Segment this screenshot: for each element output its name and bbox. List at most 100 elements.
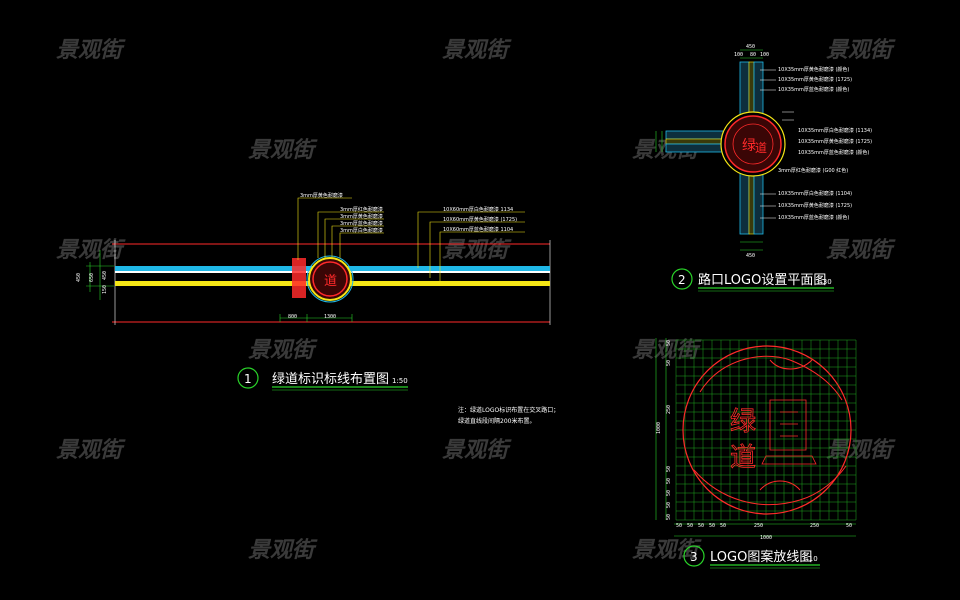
- watermark: 景观街: [56, 38, 126, 63]
- dim-label: 50: [720, 523, 726, 529]
- callout-text: 10X35mm厚黄色耐磨漆 (1725): [778, 202, 852, 209]
- leader-line: [417, 211, 525, 268]
- figure-scale: 1:10: [802, 555, 818, 563]
- figure-scale: 1:50: [392, 377, 408, 385]
- dim-label: 50: [709, 523, 715, 529]
- dim-label: 100: [734, 52, 743, 58]
- dim-label: 800: [288, 314, 297, 320]
- dim-label: 50: [676, 523, 682, 529]
- dim-label: 50: [666, 514, 672, 520]
- logo-swirl: [693, 465, 847, 506]
- watermark: 景观街: [442, 38, 512, 63]
- watermark: 景观街: [632, 538, 702, 563]
- logo-circle: [308, 257, 352, 301]
- dim-label: 50: [666, 360, 672, 366]
- watermark: 景观街: [56, 238, 126, 263]
- leader-line: [324, 218, 384, 258]
- dim-label: 250: [666, 405, 672, 414]
- dim-label: 50: [846, 523, 852, 529]
- watermark: 景观街: [248, 338, 318, 363]
- leader-line: [331, 225, 384, 258]
- note-block: 注：绿道LOGO标识布置在交叉路口； 绿道直线段间隔200米布置。: [458, 406, 559, 425]
- figure-number-circle: [683, 545, 705, 567]
- dim-label: 150: [102, 285, 108, 294]
- dim-label: 50: [687, 523, 693, 529]
- watermark: 景观街: [826, 38, 896, 63]
- figure-number-circle: [237, 367, 259, 389]
- figure-title: 绿道标识标线布置图: [272, 372, 389, 387]
- dim-label: 250: [754, 523, 763, 529]
- callout-text: 3mm厚黄色耐磨漆: [300, 192, 343, 199]
- dim-label: 450: [746, 44, 755, 50]
- watermark: 景观街: [442, 438, 512, 463]
- callout-text: 10X60mm厚黄色耐磨漆 (1725): [443, 216, 517, 223]
- figure-scale: 1:30: [816, 278, 832, 286]
- dim-label: 250: [810, 523, 819, 529]
- logo-swirl: [769, 359, 813, 370]
- figure-3-logo-setout: 绿 道 50 50 250 1000 50 50 50 50 50 50 50 …: [655, 338, 857, 569]
- figure-number: 3: [690, 550, 698, 564]
- logo-figure-base: [761, 455, 817, 465]
- callout-text: 10X35mm厚蓝色耐磨漆 (颜色): [778, 214, 849, 221]
- note-line-1: 注：绿道LOGO标识布置在交叉路口；: [458, 406, 559, 414]
- figure-1-lane-layout: 450 650 450 150 道 800 1300 3mm厚黄色耐磨漆 3mm…: [76, 192, 551, 391]
- callout-text: 10X60mm厚白色耐磨漆 1134: [443, 206, 513, 213]
- dim-label: 50: [666, 490, 672, 496]
- callout-text: 3mm厚蓝色耐磨漆: [340, 220, 383, 227]
- red-text-mark: [292, 258, 306, 298]
- logo-swirl: [759, 480, 801, 491]
- callout-text: 10X35mm厚蓝色耐磨漆 (颜色): [798, 149, 869, 156]
- logo-char-dao: 道: [730, 443, 756, 473]
- logo-inner-ring: [312, 261, 348, 297]
- leader-line: [297, 197, 352, 260]
- leader-line: [317, 211, 384, 258]
- logo-swirl: [699, 355, 843, 401]
- logo-glyph: 绿: [742, 138, 756, 154]
- watermark: 景观街: [248, 138, 318, 163]
- logo-char-lu: 绿: [730, 407, 756, 437]
- dim-label: 50: [666, 478, 672, 484]
- dim-label: 450: [76, 273, 82, 282]
- callout-text: 3mm厚红色耐磨漆: [340, 206, 383, 213]
- dim-label: 50: [666, 502, 672, 508]
- intersection-logo-inner: [732, 123, 774, 165]
- watermark: 景观街: [826, 438, 896, 463]
- figure-title: 路口LOGO设置平面图: [698, 272, 826, 288]
- callout-text: 10X35mm厚白色耐磨漆 (1134): [798, 127, 872, 134]
- dim-label: 50: [666, 466, 672, 472]
- figure-number: 1: [244, 372, 252, 386]
- callout-text: 3mm厚红色耐磨漆 (G00 红色): [778, 167, 848, 174]
- logo-outline-circle: [682, 345, 852, 515]
- figure-2-intersection-plan: 绿 道 450 100 80 100 450 10X35mm厚黄色耐磨漆 (颜色…: [655, 44, 872, 292]
- callout-text: 10X35mm厚黄色耐磨漆 (1725): [778, 76, 852, 83]
- watermark: 景观街: [56, 438, 126, 463]
- callout-text: 10X35mm厚黄色耐磨漆 (1725): [798, 138, 872, 145]
- logo-outer-ring: [306, 255, 354, 303]
- dim-label: 50: [698, 523, 704, 529]
- figure-number: 2: [678, 273, 686, 287]
- dim-label: 1300: [324, 314, 336, 320]
- leader-line: [429, 221, 525, 278]
- watermark: 景观街: [826, 238, 896, 263]
- callout-text: 10X35mm厚黄色耐磨漆 (颜色): [778, 66, 849, 73]
- watermark: 景观街: [248, 538, 318, 563]
- setout-grid: [675, 339, 857, 521]
- figure-title: LOGO图案放线图: [710, 550, 812, 565]
- callout-text: 10X35mm厚蓝色耐磨漆 (颜色): [778, 86, 849, 93]
- dim-label: 80: [750, 52, 756, 58]
- dim-label: 450: [746, 253, 755, 259]
- dim-label: 1000: [656, 422, 662, 434]
- watermark: 景观街: [632, 338, 702, 363]
- logo-glyph: 道: [755, 141, 767, 155]
- dim-label: 50: [666, 340, 672, 346]
- leader-line: [439, 231, 525, 284]
- figure-number-circle: [671, 268, 693, 290]
- dim-label: 1000: [760, 535, 772, 541]
- watermark: 景观街: [442, 238, 512, 263]
- callout-text: 3mm厚黄色耐磨漆: [340, 213, 383, 220]
- callout-text: 10X35mm厚白色耐磨漆 (1104): [778, 190, 852, 197]
- callout-text: 3mm厚白色耐磨漆: [340, 227, 383, 234]
- logo-glyph: 道: [324, 274, 337, 289]
- dim-label: 450: [102, 271, 108, 280]
